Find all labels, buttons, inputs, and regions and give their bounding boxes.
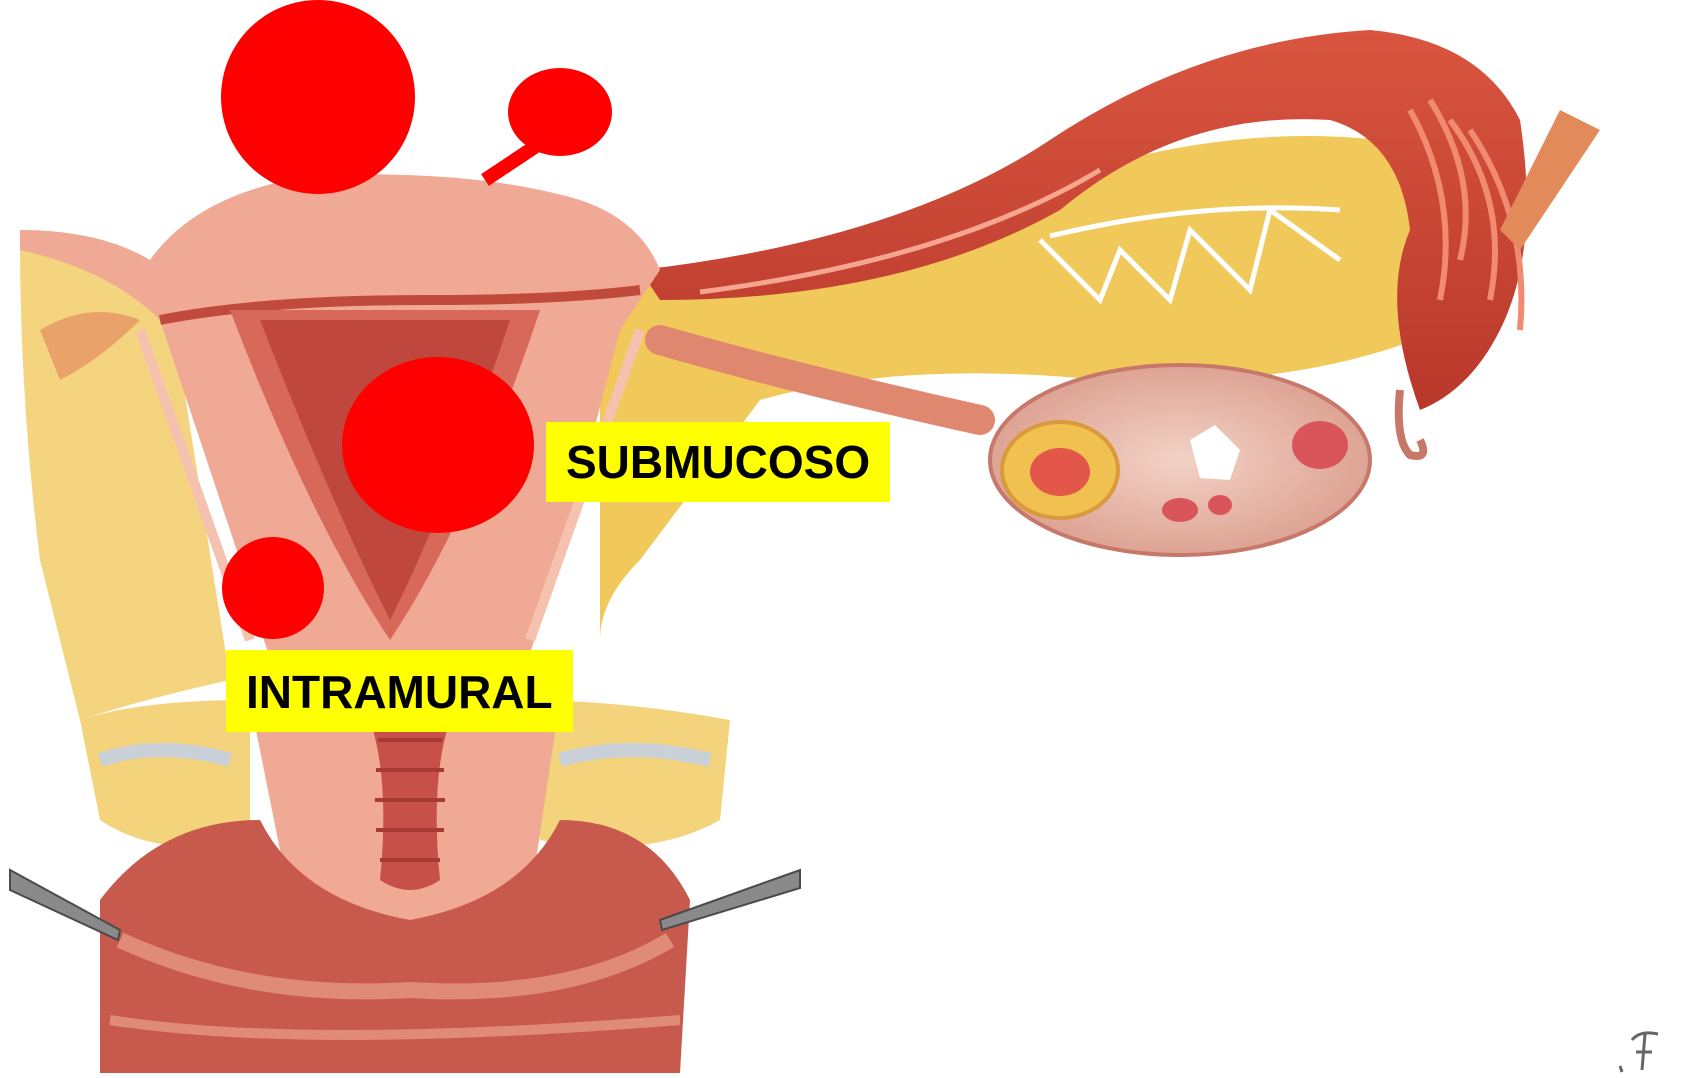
intramural-label: INTRAMURAL [226,650,573,732]
subserosal-fibroid [221,0,415,194]
submucosal-fibroid [342,357,534,533]
intramural-fibroid [222,537,324,639]
pedunculated-fibroid [508,68,612,156]
ovary [990,365,1370,555]
signature-mark-icon [1620,1033,1658,1072]
submucoso-label: SUBMUCOSO [546,422,890,502]
